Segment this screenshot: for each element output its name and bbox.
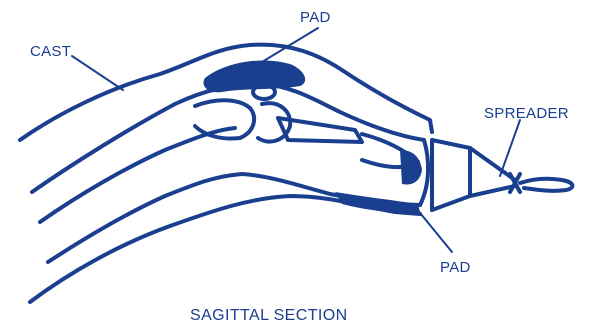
leader-pad-bottom [416,208,452,252]
spreader-line-bottom [470,186,515,196]
pad-bottom [335,192,420,213]
caption-sagittal-section: SAGITTAL SECTION [190,307,348,324]
label-spreader: SPREADER [484,105,569,122]
skin-lower [48,174,420,262]
spreader-tie-end [520,179,572,191]
cast-outer-bottom [30,196,420,302]
label-pad-bottom: PAD [440,259,471,276]
spreader-frame [432,140,470,210]
leader-spreader [500,120,520,176]
pad-spreader-base [400,150,422,184]
leader-cast [72,56,123,90]
label-pad-top: PAD [300,9,331,26]
label-cast: CAST [30,43,71,60]
proximal-phalanx [195,100,254,138]
